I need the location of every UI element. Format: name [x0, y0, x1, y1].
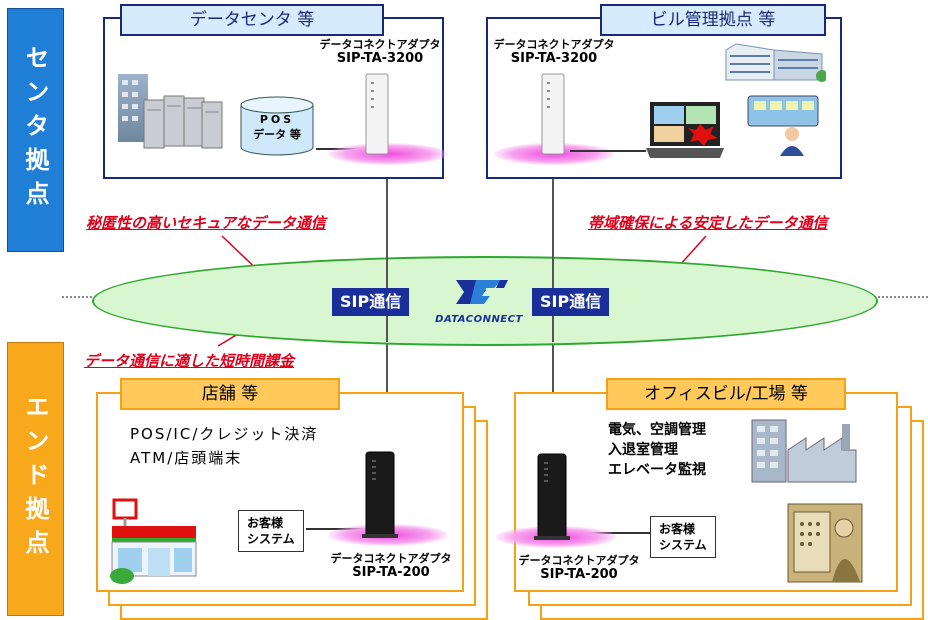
adapter-model: SIP-TA-200	[352, 565, 430, 580]
center-site-label: センタ拠点	[7, 8, 64, 252]
adapter-model: SIP-TA-3200	[510, 51, 598, 66]
customer-system-box-right: お客様 システム	[650, 516, 716, 558]
monitor-link-line	[570, 150, 646, 152]
pos-line2: データ 等	[253, 128, 301, 141]
adapter-model: SIP-TA-200	[540, 567, 618, 582]
end-adapter-caption-left: データコネクトアダプタ SIP-TA-200	[316, 552, 466, 580]
customer-line2: システム	[247, 532, 295, 546]
connection-line-left	[386, 160, 388, 540]
server-rack-icon	[143, 95, 223, 149]
pos-line1: POS	[259, 113, 295, 126]
office-factory-icon	[751, 419, 857, 483]
adapter-200-icon	[534, 453, 570, 540]
adapter-name: データコネクトアダプタ	[319, 38, 441, 51]
pos-data-label: POS データ 等	[238, 112, 316, 142]
adapter-name: データコネクトアダプタ	[493, 38, 615, 51]
convenience-store-icon	[110, 498, 197, 584]
adapter-200-icon	[362, 451, 398, 538]
adapter-glow	[328, 143, 448, 165]
building-mgmt-tab: ビル管理拠点 等	[600, 4, 826, 36]
store-tab: 店舗 等	[120, 378, 340, 410]
store-desc-line1: POS/IC/クレジット決済	[130, 425, 319, 443]
end-adapter-caption-right: データコネクトアダプタ SIP-TA-200	[504, 554, 654, 582]
customer-link-line-right	[580, 532, 650, 534]
database-cylinder-icon	[240, 96, 314, 156]
end-site-label: エンド拠点	[7, 342, 64, 616]
customer-system-box-left: お客様 システム	[238, 510, 304, 552]
note-secure: 秘匿性の高いセキュアなデータ通信	[86, 214, 326, 232]
sip-label-right: SIP通信	[532, 288, 610, 316]
customer-line2: システム	[659, 538, 707, 552]
center-adapter-caption-right: データコネクトアダプタ SIP-TA-3200	[492, 38, 616, 66]
sip-label-left: SIP通信	[332, 288, 410, 316]
office-desc-line1: 電気、空調管理	[608, 422, 706, 438]
customer-line1: お客様	[659, 522, 696, 536]
office-tab: オフィスビル/工場 等	[606, 378, 846, 410]
office-desc-line2: 入退室管理	[608, 442, 678, 458]
adapter-model: SIP-TA-3200	[336, 51, 424, 66]
center-adapter-caption-left: データコネクトアダプタ SIP-TA-3200	[318, 38, 442, 66]
customer-line1: お客様	[247, 516, 284, 530]
factory-worker-icon	[787, 503, 863, 583]
note-billing: データ通信に適した短時間課金	[84, 352, 295, 370]
control-room-icon	[747, 95, 819, 156]
note-bandwidth: 帯域確保による安定したデータ通信	[588, 214, 828, 232]
datacenter-tab: データセンタ 等	[120, 4, 384, 36]
office-desc-line3: エレベータ監視	[608, 462, 706, 478]
store-desc-line2: ATM/店頭端末	[130, 449, 243, 467]
adapter-3200-icon	[365, 73, 389, 155]
adapter-3200-icon	[541, 73, 565, 155]
server-building-icon	[118, 74, 148, 142]
connection-line-right	[552, 160, 554, 540]
adapter-name: データコネクトアダプタ	[330, 552, 452, 565]
dataconnect-logo-text: DATACONNECT	[435, 314, 523, 325]
monitoring-laptop-icon	[646, 102, 724, 158]
dataconnect-logo-icon	[456, 280, 508, 304]
office-building-icon	[725, 43, 826, 82]
adapter-name: データコネクトアダプタ	[518, 554, 640, 567]
